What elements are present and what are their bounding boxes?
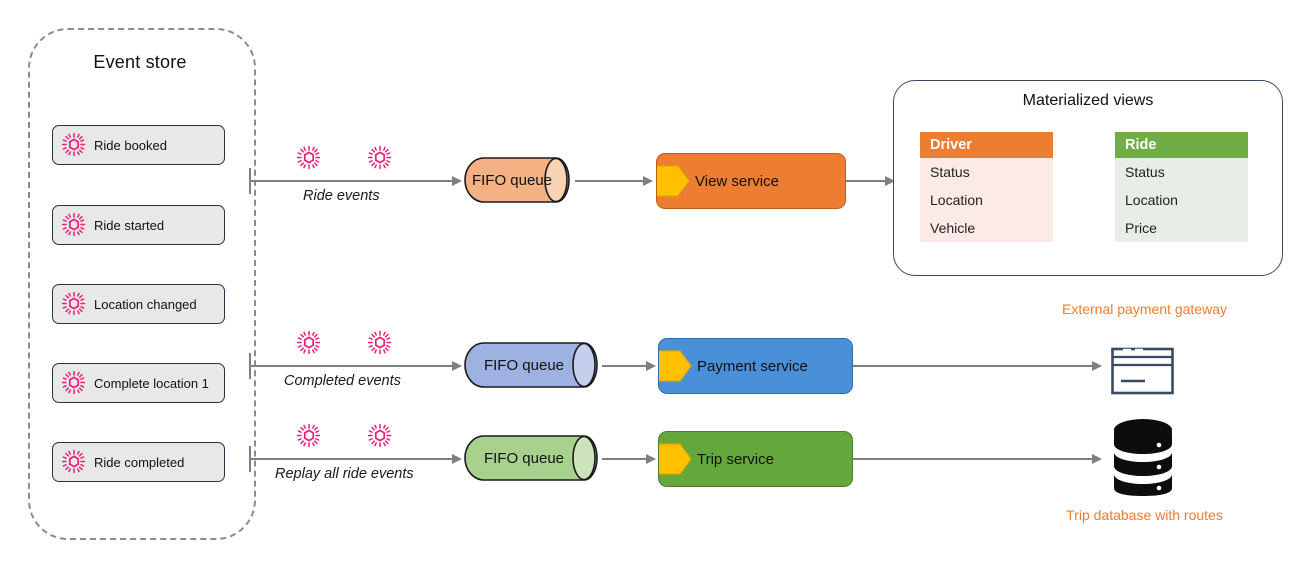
event-sun-icon: [366, 144, 394, 172]
queue-to-service-line: [602, 365, 648, 367]
service-label: View service: [695, 172, 779, 190]
event-sun-icon: [60, 211, 88, 239]
mv-table-header: Driver: [920, 132, 1053, 158]
event-sun-icon: [60, 369, 88, 397]
flow-arrowhead: [885, 175, 895, 186]
event-item-label: Complete location 1: [94, 375, 209, 391]
flow-arrowhead: [646, 453, 656, 464]
flow-arrowhead: [646, 360, 656, 371]
fifo-queue-completed-events[interactable]: [464, 342, 600, 388]
mv-table-header: Ride: [1115, 132, 1248, 158]
event-item-location-changed[interactable]: Location changed: [52, 284, 225, 324]
mv-table-row: Location: [1115, 186, 1248, 214]
flow-arrowhead: [452, 453, 462, 464]
event-item-ride-booked[interactable]: Ride booked: [52, 125, 225, 165]
event-sun-icon: [295, 329, 323, 357]
flow-label-completed-events: Completed events: [284, 373, 401, 389]
mv-table-row: Status: [920, 158, 1053, 186]
event-item-label: Ride completed: [94, 454, 185, 470]
flow-label-ride-events: Ride events: [303, 188, 380, 204]
event-item-label: Ride started: [94, 217, 165, 233]
event-item-ride-started[interactable]: Ride started: [52, 205, 225, 245]
materialized-views-title: Materialized views: [1022, 92, 1154, 109]
event-sun-icon: [366, 329, 394, 357]
service-view-service[interactable]: View service: [656, 153, 846, 209]
event-sun-icon: [295, 422, 323, 450]
database-icon: [1112, 418, 1174, 501]
flow-arrowhead: [1092, 360, 1102, 371]
service-label: Trip service: [697, 450, 774, 468]
mv-table-row: Status: [1115, 158, 1248, 186]
fifo-queue-replay-events[interactable]: [464, 435, 600, 481]
event-item-label: Location changed: [94, 296, 197, 312]
queue-to-service-line: [575, 180, 645, 182]
external-payment-gateway-caption: External payment gateway: [1062, 301, 1227, 317]
flow-arrowhead: [1092, 453, 1102, 464]
flow-arrowhead: [452, 360, 462, 371]
service-to-database-line: [853, 458, 1096, 460]
mv-table-driver: Driver Status Location Vehicle: [920, 132, 1053, 242]
service-hexagon-icon: [659, 339, 693, 393]
event-store-title: Event store: [93, 52, 187, 72]
flow-line-replay-events: [249, 458, 456, 460]
service-trip-service[interactable]: Trip service: [658, 431, 853, 487]
fifo-queue-label: FIFO queue: [483, 357, 565, 374]
queue-to-service-line: [602, 458, 648, 460]
flow-line-ride-events: [249, 180, 456, 182]
flow-arrowhead: [452, 175, 462, 186]
flow-line-completed-events: [249, 365, 456, 367]
service-to-views-line: [846, 180, 892, 182]
event-store-container: [28, 28, 256, 540]
service-hexagon-icon: [657, 154, 691, 208]
credit-card-icon: [1111, 347, 1174, 400]
mv-table-row: Vehicle: [920, 214, 1053, 242]
trip-database-caption: Trip database with routes: [1066, 507, 1223, 523]
event-item-label: Ride booked: [94, 137, 167, 153]
service-payment-service[interactable]: Payment service: [658, 338, 853, 394]
service-label: Payment service: [697, 357, 808, 375]
flow-label-replay-events: Replay all ride events: [275, 466, 414, 482]
service-hexagon-icon: [659, 432, 693, 486]
event-sun-icon: [60, 131, 88, 159]
mv-table-row: Location: [920, 186, 1053, 214]
flow-arrowhead: [643, 175, 653, 186]
mv-table-row: Price: [1115, 214, 1248, 242]
service-to-gateway-line: [853, 365, 1096, 367]
event-item-ride-completed[interactable]: Ride completed: [52, 442, 225, 482]
event-item-complete-location-1[interactable]: Complete location 1: [52, 363, 225, 403]
fifo-queue-ride-events[interactable]: [464, 157, 572, 203]
event-sun-icon: [366, 422, 394, 450]
fifo-queue-label: FIFO queue: [471, 172, 553, 189]
event-sun-icon: [295, 144, 323, 172]
fifo-queue-label: FIFO queue: [483, 450, 565, 467]
event-sun-icon: [60, 448, 88, 476]
event-sun-icon: [60, 290, 88, 318]
mv-table-ride: Ride Status Location Price: [1115, 132, 1248, 242]
